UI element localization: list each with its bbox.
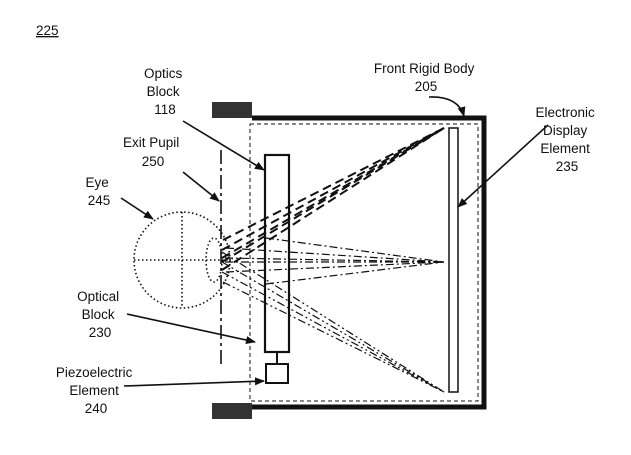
- piezoelectric-element: [265, 351, 289, 384]
- front-rigid-body-label: Front Rigid Body 205: [374, 61, 478, 94]
- eye-label: Eye 245: [85, 175, 112, 208]
- piezo-leader: [123, 377, 265, 387]
- ray-bundle-bottom: [221, 251, 445, 393]
- figure-number: 225: [36, 23, 59, 38]
- display-leader: [457, 124, 549, 208]
- exit-pupil-leader: [182, 171, 220, 202]
- optics-block-label: Optics Block 118: [144, 66, 186, 117]
- optics-block-leader: [182, 120, 265, 171]
- electronic-display-label: Electronic Display Element 235: [535, 105, 598, 174]
- ray-bundle-top: [221, 127, 445, 271]
- front-rigid-body: [212, 102, 487, 419]
- optical-block-leader: [126, 313, 256, 344]
- optical-block: [263, 153, 291, 354]
- eye: [133, 211, 231, 309]
- electronic-display-element: [448, 127, 459, 393]
- eye-leader: [120, 197, 154, 220]
- ray-bundle-center: [224, 237, 445, 285]
- optical-block-label: Optical Block 230: [77, 289, 123, 340]
- piezoelectric-label: Piezoelectric Element 240: [56, 365, 136, 416]
- front-rigid-body-leader: [428, 96, 466, 117]
- exit-pupil-label: Exit Pupil 250: [123, 135, 183, 169]
